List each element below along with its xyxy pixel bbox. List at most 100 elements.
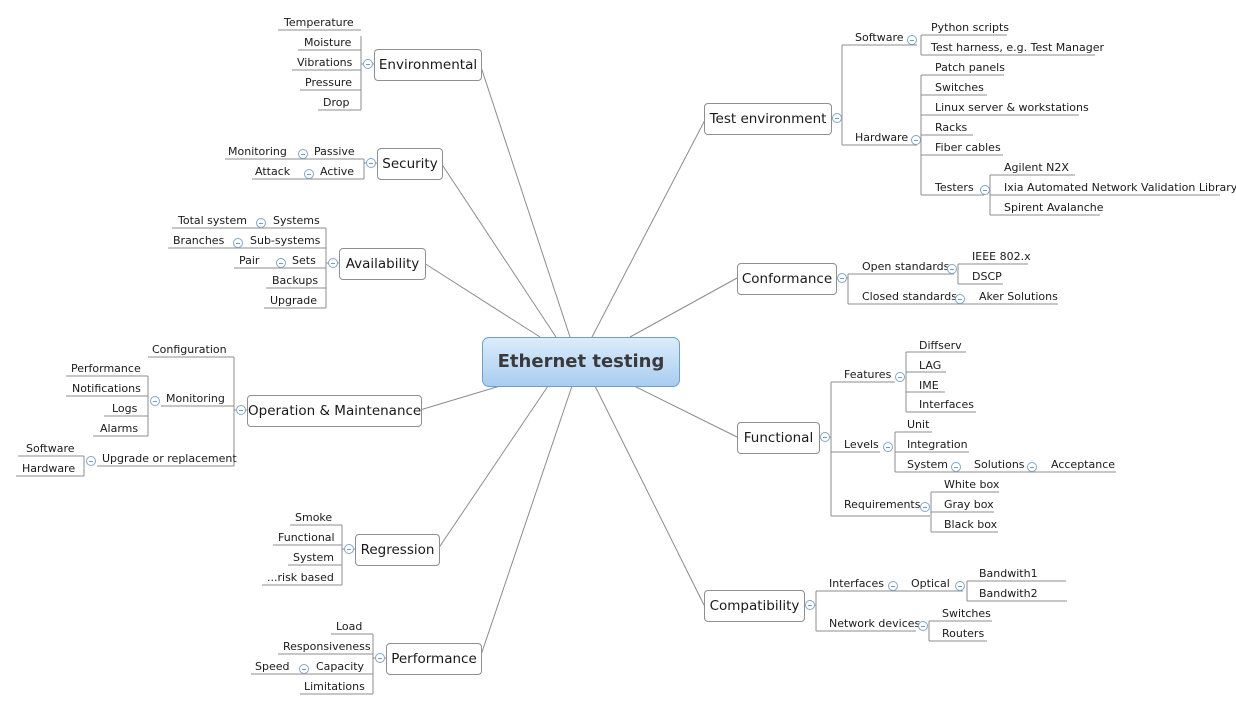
subtopic-configuration[interactable]: Configuration [152,343,227,356]
subtopic-interfaces[interactable]: Interfaces [829,577,884,590]
subtopic-hardware[interactable]: Hardware [855,131,909,144]
collapse-toggle-icon[interactable] [918,621,928,631]
subtopic-integration[interactable]: Integration [907,438,968,451]
collapse-toggle-icon[interactable] [299,664,309,674]
subtopic-drop[interactable]: Drop [323,96,350,109]
subtopic-closed-standards[interactable]: Closed standards [862,290,957,303]
topic-availability[interactable]: Availability [339,248,426,280]
subtopic-bandwith2[interactable]: Bandwith2 [979,587,1038,600]
collapse-toggle-icon[interactable] [328,258,338,268]
subtopic-pair[interactable]: Pair [239,254,260,267]
collapse-toggle-icon[interactable] [86,456,96,466]
subtopic-fiber-cables[interactable]: Fiber cables [935,141,1001,154]
subtopic-upgrade[interactable]: Upgrade [270,294,318,307]
subtopic-responsiveness[interactable]: Responsiveness [283,640,371,653]
topic-conformance[interactable]: Conformance [737,263,837,295]
subtopic-open-standards[interactable]: Open standards [862,260,950,273]
subtopic-unit[interactable]: Unit [907,418,930,431]
subtopic-software[interactable]: Software [26,442,75,455]
subtopic-passive[interactable]: Passive [314,145,355,158]
subtopic-spirent-avalanche[interactable]: Spirent Avalanche [1004,201,1104,214]
subtopic-software[interactable]: Software [855,31,904,44]
subtopic-bandwith1[interactable]: Bandwith1 [979,567,1038,580]
subtopic-testers[interactable]: Testers [935,181,974,194]
subtopic-hardware[interactable]: Hardware [22,462,76,475]
collapse-toggle-icon[interactable] [298,149,308,159]
subtopic-lag[interactable]: LAG [919,359,942,372]
subtopic-solutions[interactable]: Solutions [974,458,1025,471]
subtopic-total-system[interactable]: Total system [178,214,247,227]
topic-functional[interactable]: Functional [737,422,820,454]
subtopic-performance[interactable]: Performance [71,362,141,375]
subtopic-risk-based[interactable]: ...risk based [267,571,334,584]
collapse-toggle-icon[interactable] [233,238,243,248]
subtopic-monitoring[interactable]: Monitoring [228,145,287,158]
collapse-toggle-icon[interactable] [888,581,898,591]
subtopic-agilent-n2x[interactable]: Agilent N2X [1004,161,1069,174]
subtopic-ime[interactable]: IME [919,379,939,392]
subtopic-active[interactable]: Active [320,165,355,178]
collapse-toggle-icon[interactable] [366,158,376,168]
collapse-toggle-icon[interactable] [304,169,314,179]
subtopic-alarms[interactable]: Alarms [100,422,139,435]
topic-compatibility[interactable]: Compatibility [704,590,805,622]
subtopic-system[interactable]: System [293,551,335,564]
subtopic-interfaces[interactable]: Interfaces [919,398,974,411]
subtopic-branches[interactable]: Branches [173,234,225,247]
collapse-toggle-icon[interactable] [344,544,354,554]
collapse-toggle-icon[interactable] [805,600,815,610]
subtopic-vibrations[interactable]: Vibrations [297,56,353,69]
subtopic-monitoring[interactable]: Monitoring [166,392,225,405]
subtopic-smoke[interactable]: Smoke [295,511,333,524]
subtopic-capacity[interactable]: Capacity [316,660,365,673]
collapse-toggle-icon[interactable] [832,113,842,123]
topic-test-environment[interactable]: Test environment [704,103,832,135]
subtopic-black-box[interactable]: Black box [944,518,998,531]
subtopic-features[interactable]: Features [844,368,892,381]
collapse-toggle-icon[interactable] [895,372,905,382]
collapse-toggle-icon[interactable] [820,432,830,442]
subtopic-backups[interactable]: Backups [272,274,319,287]
subtopic-systems[interactable]: Systems [273,214,320,227]
subtopic-logs[interactable]: Logs [112,402,138,415]
topic-environmental[interactable]: Environmental [374,49,482,81]
subtopic-ixia-library[interactable]: Ixia Automated Network Validation Librar… [1004,181,1236,194]
subtopic-dscp[interactable]: DSCP [972,270,1002,283]
central-topic[interactable]: Ethernet testing [482,337,680,387]
collapse-toggle-icon[interactable] [1027,462,1037,472]
subtopic-acceptance[interactable]: Acceptance [1051,458,1116,471]
collapse-toggle-icon[interactable] [907,35,917,45]
subtopic-system[interactable]: System [907,458,949,471]
subtopic-racks[interactable]: Racks [935,121,968,134]
collapse-toggle-icon[interactable] [955,294,965,304]
subtopic-gray-box[interactable]: Gray box [944,498,994,511]
collapse-toggle-icon[interactable] [951,462,961,472]
subtopic-test-harness[interactable]: Test harness, e.g. Test Manager [931,41,1105,54]
subtopic-upgrade-or-replacement[interactable]: Upgrade or replacement [102,452,237,465]
collapse-toggle-icon[interactable] [837,273,847,283]
subtopic-switches[interactable]: Switches [935,81,984,94]
subtopic-speed[interactable]: Speed [255,660,290,673]
topic-performance[interactable]: Performance [386,643,482,675]
collapse-toggle-icon[interactable] [363,59,373,69]
subtopic-optical[interactable]: Optical [911,577,950,590]
topic-regression[interactable]: Regression [355,534,440,566]
subtopic-load[interactable]: Load [336,620,363,633]
subtopic-aker-solutions[interactable]: Aker Solutions [979,290,1058,303]
collapse-toggle-icon[interactable] [947,264,957,274]
subtopic-network-devices[interactable]: Network devices [829,617,921,630]
collapse-toggle-icon[interactable] [276,258,286,268]
collapse-toggle-icon[interactable] [883,442,893,452]
collapse-toggle-icon[interactable] [236,405,246,415]
subtopic-sub-systems[interactable]: Sub-systems [250,234,321,247]
topic-operation-maintenance[interactable]: Operation & Maintenance [247,395,422,427]
collapse-toggle-icon[interactable] [955,581,965,591]
subtopic-functional[interactable]: Functional [278,531,335,544]
subtopic-diffserv[interactable]: Diffserv [919,339,962,352]
subtopic-switches[interactable]: Switches [942,607,991,620]
subtopic-white-box[interactable]: White box [944,478,1000,491]
subtopic-python-scripts[interactable]: Python scripts [931,21,1010,34]
topic-security[interactable]: Security [377,148,443,180]
subtopic-pressure[interactable]: Pressure [305,76,352,89]
collapse-toggle-icon[interactable] [980,185,990,195]
